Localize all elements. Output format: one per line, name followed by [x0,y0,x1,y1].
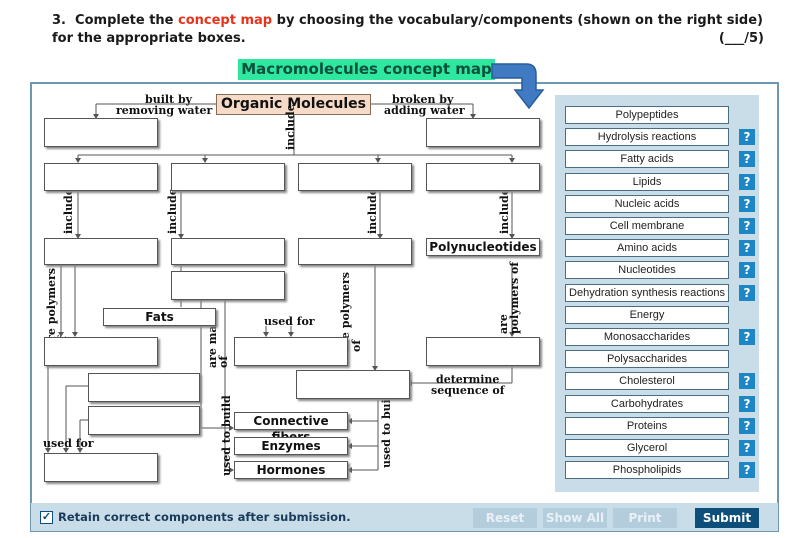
component-item[interactable]: Proteins [565,416,729,435]
help-icon[interactable]: ? [739,195,755,212]
label-determine: determine [436,373,500,386]
question-highlight: concept map [178,13,273,28]
label-adding-water: adding water [384,104,465,117]
help-icon[interactable]: ? [739,417,755,434]
label-include-3: include [366,188,379,234]
component-item[interactable]: Nucleic acids [565,194,729,213]
component-item[interactable]: Nucleotides [565,261,729,280]
node-hormones: Hormones [234,461,348,479]
label-sequence-of: sequence of [431,384,505,397]
label-used-to-build-2: used to build [380,387,393,468]
drop-box-example-3[interactable] [298,238,412,265]
help-icon[interactable]: ? [739,151,755,168]
drop-box-monomer-1[interactable] [44,337,158,366]
label-include-2: include [166,188,179,234]
label-are-polymers-of-1: are polymers of [45,268,69,348]
label-used-to-build-1: used to build [220,395,233,476]
help-icon[interactable]: ? [739,395,755,412]
component-item[interactable]: Monosaccharides [565,328,729,346]
component-item[interactable]: Lipids [565,172,729,191]
component-item[interactable]: Carbohydrates [565,394,729,413]
help-icon[interactable]: ? [739,129,755,146]
node-enzymes: Enzymes [234,437,348,455]
component-item[interactable]: Cell membrane [565,217,729,235]
component-item[interactable]: Glycerol [565,439,729,457]
label-are-polymers-of-3: are polymers of [497,261,521,334]
submit-button[interactable]: Submit [695,508,759,528]
question-text: 3. Complete the concept map by choosing … [52,12,764,48]
drop-box-example-2[interactable] [171,238,285,265]
drop-box-example-1[interactable] [44,238,158,265]
drop-box-monomer-3[interactable] [296,370,410,399]
show-all-button[interactable]: Show All [543,508,607,528]
drop-box-built-by[interactable] [44,118,158,147]
score-blank: (___/5) [718,31,764,46]
retain-checkbox-label: Retain correct components after submissi… [58,510,351,524]
node-polynucleotides: Polynucleotides [426,238,540,256]
drop-box-macromolecule-3[interactable] [298,163,412,191]
drop-box-broken-by[interactable] [426,118,540,147]
drop-box-fats-use[interactable] [44,453,158,482]
help-icon[interactable]: ? [739,462,755,479]
drop-box-used-for[interactable] [234,337,348,366]
component-item[interactable]: Hydrolysis reactions [565,128,729,147]
component-item[interactable]: Energy [565,305,729,324]
map-title: Macromolecules concept map [238,59,495,80]
reset-button[interactable]: Reset [473,508,537,528]
retain-checkbox[interactable]: ✓ [40,511,53,524]
label-used-for-1: used for [264,315,315,328]
component-item[interactable]: Amino acids [565,239,729,258]
question-prefix: Complete the [75,13,179,28]
component-item[interactable]: Polysaccharides [565,350,729,369]
label-include-1: include [62,188,75,234]
print-button[interactable]: Print [613,508,677,528]
help-icon[interactable]: ? [739,262,755,279]
help-icon[interactable]: ? [739,284,755,301]
help-icon[interactable]: ? [739,173,755,190]
component-item[interactable]: Dehydration synthesis reactions [565,283,729,302]
drop-box-example-2b[interactable] [171,271,285,300]
node-fats: Fats [103,308,216,326]
help-icon[interactable]: ? [739,329,755,345]
label-include-root: include [284,104,297,150]
drop-box-macromolecule-2[interactable] [171,163,285,191]
label-removing-water: removing water [116,104,213,117]
drop-box-fats-part-2[interactable] [88,406,200,435]
help-icon[interactable]: ? [739,218,755,234]
root-node-organic-molecules: Organic Molecules [216,94,371,115]
label-include-4: include [498,188,511,234]
component-item[interactable]: Fatty acids [565,150,729,169]
question-suffix: by choosing the vocabulary/components (s… [52,13,763,46]
label-broken-by: broken by [392,93,454,106]
question-number: 3. [52,13,66,28]
label-built-by: built by [145,93,193,106]
drop-box-fats-part-1[interactable] [88,373,200,402]
down-arrow-icon [491,63,545,110]
label-used-for-2: used for [43,437,94,450]
drop-box-macromolecule-4[interactable] [426,163,540,191]
component-item[interactable]: Cholesterol [565,372,729,391]
help-icon[interactable]: ? [739,240,755,257]
component-item[interactable]: Phospholipids [565,461,729,480]
help-icon[interactable]: ? [739,440,755,456]
drop-box-macromolecule-1[interactable] [44,163,158,191]
help-icon[interactable]: ? [739,373,755,390]
node-connective-fibers: Connective fibers [234,412,348,444]
drop-box-monomer-4[interactable] [426,337,540,366]
component-item[interactable]: Polypeptides [565,106,729,124]
